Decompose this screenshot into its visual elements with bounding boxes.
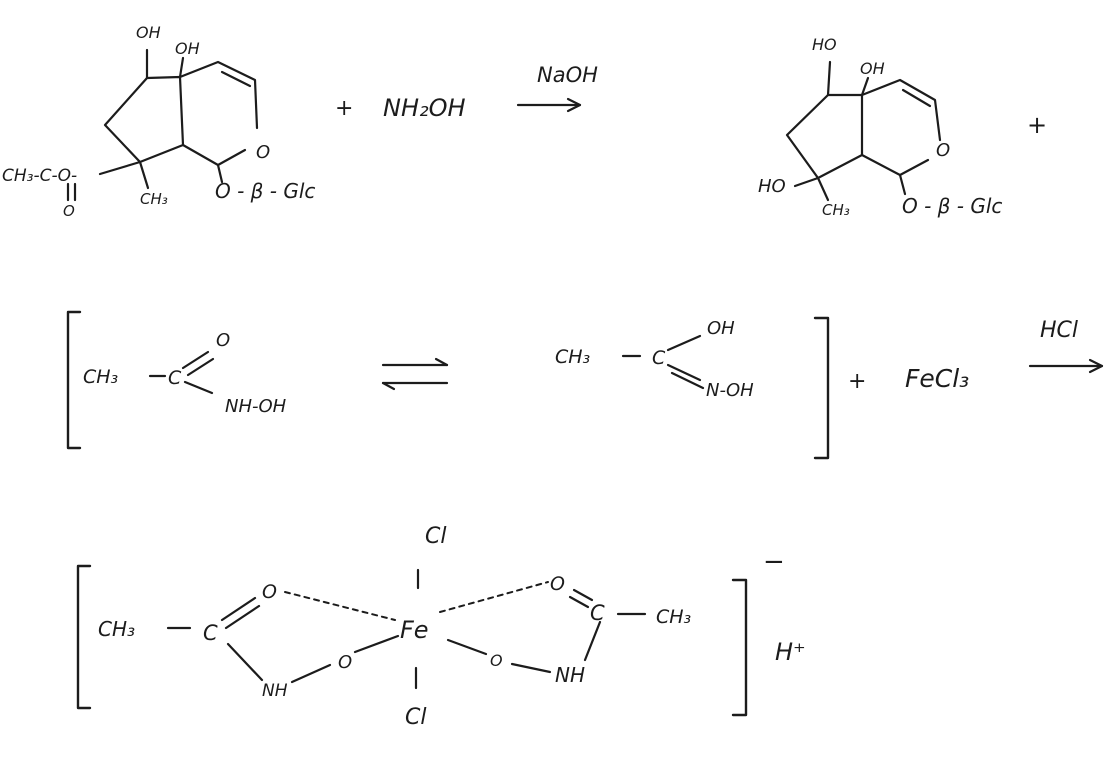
ch3-label-left: CH₃ [83, 366, 118, 388]
bracket-tautomers-left [66, 310, 82, 450]
ho-top-label: HO [812, 35, 837, 54]
bridging-oxygen-left: O [338, 652, 352, 673]
ch3-label-right: CH₃ [555, 346, 590, 368]
ch3-label-complex-right: CH₃ [656, 606, 691, 628]
ho-left-label: HO [758, 176, 786, 197]
reaction-arrow-2 [1028, 358, 1104, 374]
iron-atom-label: Fe [400, 616, 429, 644]
reagent-hydroxylamine: NH₂OH [383, 94, 466, 122]
oh-label-right: OH [707, 318, 735, 339]
oh-top-label: OH [136, 23, 161, 42]
oh-junction-label-product: OH [860, 59, 885, 78]
bracket-tautomers-right [813, 316, 830, 460]
reagent-ferric-chloride: FeCl₃ [905, 364, 969, 393]
ring-oxygen-label: O [256, 142, 270, 163]
oxygen-label-complex-left: O [262, 581, 277, 603]
carbon-label-left: C [168, 367, 182, 389]
ring-oxygen-label-product: O [936, 140, 950, 161]
condition-hcl: HCl [1040, 318, 1078, 343]
oxygen-label-complex-right: O [550, 573, 565, 595]
acetohydroxamic-acid: CH₃ C O NH-OH [83, 330, 287, 417]
glycoside-label: O - β - Glc [215, 179, 315, 203]
bridging-oxygen-right: O [490, 651, 503, 670]
nh-label-complex-left: NH [262, 681, 288, 701]
product-aucubigenin-glycoside: HO OH O HO CH₃ O - β - Glc [758, 35, 1002, 219]
counter-ion-proton: H⁺ [775, 638, 806, 666]
equilibrium-arrows [381, 357, 449, 391]
oh-junction-label: OH [175, 39, 200, 58]
complex-negative-charge: − [763, 547, 785, 577]
nh-oh-label: NH-OH [225, 396, 287, 417]
plus-sign-3: + [848, 369, 866, 394]
reaction-arrow-1 [516, 97, 582, 113]
acetohydroximic-acid-tautomer: CH₃ C OH N-OH [555, 318, 754, 401]
chlorine-top-label: Cl [425, 524, 446, 549]
methyl-label: CH₃ [140, 190, 168, 208]
carbon-label-complex-right: C [590, 601, 605, 625]
acetyl-chain-label: CH₃-C-O- [2, 166, 77, 186]
plus-sign-2: + [1027, 111, 1047, 139]
oxygen-label-left: O [216, 330, 230, 351]
carbon-label-complex-left: C [203, 621, 218, 645]
condition-naoh: NaOH [537, 63, 598, 87]
carbon-label-right: C [652, 347, 666, 369]
iron-hydroxamate-complex: CH₃ C O NH O Cl Fe Cl O O C CH₃ NH [98, 524, 691, 730]
reactant-iridoid: OH OH O CH₃-C-O- O CH₃ O - β - Glc [2, 23, 315, 220]
bracket-complex-left [76, 564, 92, 710]
chlorine-bottom-label: Cl [405, 705, 426, 730]
plus-sign-1: + [335, 96, 353, 121]
methyl-label-product: CH₃ [822, 201, 850, 219]
ch3-label-complex-left: CH₃ [98, 617, 135, 641]
carbonyl-oxygen-label: O [63, 202, 75, 220]
glycoside-label-product: O - β - Glc [902, 194, 1002, 218]
bracket-complex-right [731, 578, 748, 717]
nh-label-complex-right: NH [555, 663, 585, 687]
n-oh-label: N-OH [706, 380, 754, 401]
